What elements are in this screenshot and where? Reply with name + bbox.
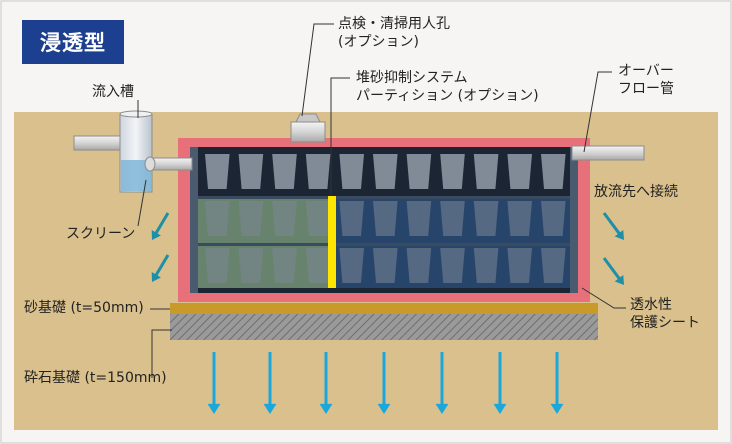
storage-blocks bbox=[198, 154, 570, 283]
title-badge: 浸透型 bbox=[22, 20, 124, 64]
sand-base bbox=[170, 303, 598, 314]
storage-block bbox=[541, 248, 566, 283]
label-inspection-port-2: (オプション) bbox=[338, 34, 419, 50]
storage-block bbox=[205, 248, 230, 283]
label-inflow-tank: 流入槽 bbox=[92, 84, 134, 100]
storage-block bbox=[305, 248, 331, 283]
leader-screen bbox=[137, 179, 147, 227]
overflow-pipe bbox=[571, 145, 645, 161]
label-overflow-2: フロー管 bbox=[618, 81, 674, 97]
storage-block bbox=[373, 201, 398, 236]
storage-block bbox=[507, 248, 532, 283]
storage-block bbox=[406, 201, 432, 236]
arrow-shaft bbox=[154, 212, 170, 234]
leader-overflow bbox=[583, 71, 612, 153]
seepage-arrows bbox=[151, 212, 624, 285]
storage-block bbox=[205, 201, 230, 236]
arrow-head bbox=[207, 403, 221, 414]
storage-block bbox=[473, 248, 499, 283]
gravel-base bbox=[170, 314, 598, 340]
storage-block bbox=[473, 154, 499, 189]
arrow-head bbox=[550, 403, 564, 414]
arrow-shaft bbox=[602, 212, 621, 235]
arrow-head bbox=[151, 272, 161, 282]
storage-block bbox=[373, 248, 398, 283]
storage-block bbox=[440, 248, 465, 283]
storage-block bbox=[305, 201, 331, 236]
arrow-head bbox=[377, 403, 391, 414]
partition-plate bbox=[328, 196, 336, 288]
label-screen: スクリーン bbox=[66, 226, 136, 242]
storage-block bbox=[272, 248, 297, 283]
storage-block bbox=[238, 201, 264, 236]
leader-inspection bbox=[301, 23, 334, 117]
storage-block bbox=[238, 154, 264, 189]
label-discharge: 放流先へ接続 bbox=[594, 184, 678, 200]
storage-block bbox=[339, 248, 364, 283]
label-sand-base: 砂基礎 (t=50mm) bbox=[24, 300, 144, 316]
block-separator bbox=[198, 243, 570, 246]
storage-block bbox=[272, 154, 297, 189]
label-inspection-port-1: 点検・清掃用人孔 bbox=[338, 16, 450, 32]
storage-block bbox=[406, 154, 432, 189]
screen-mesh bbox=[144, 156, 156, 172]
arrow-head bbox=[263, 403, 277, 414]
storage-block bbox=[440, 201, 465, 236]
storage-block bbox=[339, 201, 364, 236]
inspection-port bbox=[290, 121, 326, 143]
label-gravel-base: 砕石基礎 (t=150mm) bbox=[24, 370, 167, 386]
block-separator bbox=[198, 196, 570, 199]
right-wall bbox=[570, 147, 578, 293]
label-partition-2: パーティション (オプション) bbox=[356, 88, 539, 104]
leader-sheet bbox=[581, 287, 626, 309]
storage-block bbox=[507, 154, 532, 189]
storage-block bbox=[406, 248, 432, 283]
storage-block bbox=[305, 154, 331, 189]
leader-partition bbox=[330, 77, 350, 196]
inspection-port-cap bbox=[295, 113, 321, 123]
arrow-head bbox=[614, 230, 624, 240]
storage-block bbox=[507, 201, 532, 236]
storage-block bbox=[205, 154, 230, 189]
leader-lines bbox=[137, 23, 626, 378]
label-sheet-2: 保護シート bbox=[630, 315, 700, 331]
storage-block bbox=[440, 154, 465, 189]
downward-arrows bbox=[207, 352, 564, 414]
label-sheet-1: 透水性 bbox=[630, 297, 672, 313]
storage-block bbox=[339, 154, 364, 189]
label-partition-1: 堆砂抑制システム bbox=[356, 70, 468, 86]
left-wall bbox=[190, 147, 198, 293]
inlet-pipe bbox=[73, 135, 125, 151]
storage-block bbox=[238, 248, 264, 283]
arrow-head bbox=[493, 403, 507, 414]
inflow-tank-top bbox=[119, 110, 153, 118]
label-overflow-1: オーバー bbox=[618, 63, 674, 79]
arrow-shaft bbox=[154, 254, 170, 276]
arrow-head bbox=[614, 275, 624, 285]
leader-gravel bbox=[151, 329, 172, 378]
arrow-head bbox=[151, 230, 161, 240]
connector-pipe bbox=[149, 157, 193, 171]
storage-block bbox=[272, 201, 297, 236]
storage-block bbox=[541, 201, 566, 236]
storage-block bbox=[373, 154, 398, 189]
storage-block bbox=[473, 201, 499, 236]
arrow-head bbox=[435, 403, 449, 414]
storage-block bbox=[541, 154, 566, 189]
arrow-shaft bbox=[602, 257, 621, 280]
arrow-head bbox=[319, 403, 333, 414]
